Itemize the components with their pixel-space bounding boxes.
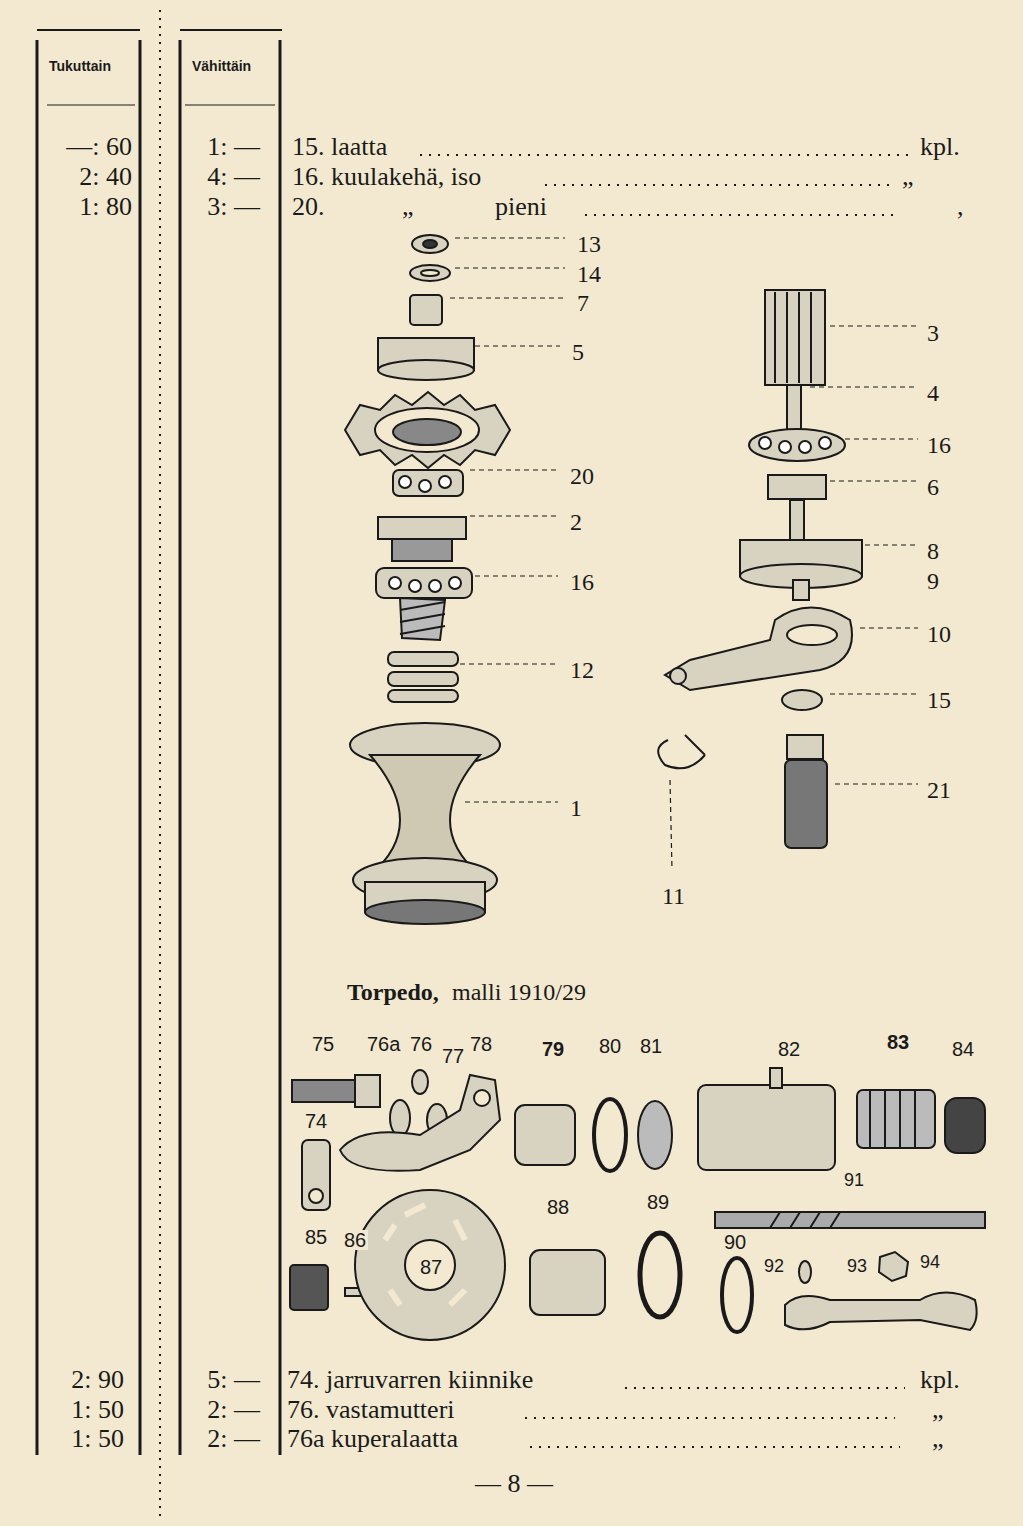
section-title: malli 1910/29 [450, 980, 588, 1004]
wholesale-price: 2: 90 [69, 1367, 126, 1393]
callout-number: 84 [950, 1039, 976, 1059]
callout-number: 94 [918, 1253, 942, 1271]
callout-number: 9 [925, 569, 941, 593]
callout-number: 10 [925, 622, 953, 646]
callout-number: 93 [845, 1257, 869, 1275]
callout-number: 82 [776, 1039, 802, 1059]
callout-number: 83 [885, 1032, 911, 1052]
callout-number: 1 [568, 796, 584, 820]
section-title: Torpedo, [345, 980, 441, 1004]
part-name: pieni [493, 194, 549, 220]
part-name: 74. jarruvarren kiinnike [285, 1367, 535, 1393]
wholesale-price: 1: 50 [69, 1397, 126, 1423]
callout-number: 14 [575, 262, 603, 286]
wholesale-price: 1: 50 [69, 1426, 126, 1452]
callout-number: 75 [310, 1034, 336, 1054]
callout-number: 78 [468, 1034, 494, 1054]
callout-number: 76a [365, 1034, 402, 1054]
callout-number: 85 [303, 1227, 329, 1247]
column-header: Tukuttain [47, 59, 113, 73]
callout-number: 89 [645, 1192, 671, 1212]
callout-number: 5 [570, 340, 586, 364]
callout-number: 92 [762, 1257, 786, 1275]
wholesale-price: 2: 40 [77, 164, 134, 190]
callout-number: 12 [568, 658, 596, 682]
callout-number: 79 [540, 1039, 566, 1059]
wholesale-price: —: 60 [64, 134, 134, 160]
retail-price: 5: — [205, 1367, 262, 1393]
retail-price: 3: — [205, 194, 262, 220]
callout-number: 20 [568, 464, 596, 488]
ditto-mark: „ [900, 164, 916, 190]
callout-number: 16 [568, 570, 596, 594]
callout-number: 90 [722, 1232, 748, 1252]
ditto-mark: „ [400, 194, 416, 220]
ditto-mark: „ [930, 1397, 946, 1423]
part-name: 76a kuperalaatta [285, 1426, 460, 1452]
callout-number: 77 [440, 1046, 466, 1066]
callout-number: 13 [575, 232, 603, 256]
wholesale-price: 1: 80 [77, 194, 134, 220]
callout-number: 4 [925, 381, 941, 405]
callout-number: 2 [568, 510, 584, 534]
callout-number: 76 [408, 1034, 434, 1054]
callout-number: 80 [597, 1036, 623, 1056]
ditto-mark: „ [930, 1426, 946, 1452]
retail-price: 1: — [205, 134, 262, 160]
callout-number: 91 [842, 1171, 866, 1189]
callout-number: 88 [545, 1197, 571, 1217]
callout-number: 7 [575, 291, 591, 315]
callout-number: 11 [660, 884, 687, 908]
retail-price: 4: — [205, 164, 262, 190]
punctuation: , [955, 194, 966, 220]
page-number: — 8 — [473, 1471, 555, 1497]
column-header: Vähittäin [190, 59, 253, 73]
unit: kpl. [918, 1367, 962, 1393]
part-name: 15. laatta [290, 134, 389, 160]
part-name: 20. [290, 194, 327, 220]
unit: kpl. [918, 134, 962, 160]
callout-number: 3 [925, 321, 941, 345]
callout-number: 86 [342, 1230, 368, 1250]
part-name: 76. vastamutteri [285, 1397, 457, 1423]
callout-number: 74 [303, 1111, 329, 1131]
retail-price: 2: — [205, 1397, 262, 1423]
retail-price: 2: — [205, 1426, 262, 1452]
callout-number: 81 [638, 1036, 664, 1056]
callout-number: 8 [925, 539, 941, 563]
callout-number: 15 [925, 688, 953, 712]
callout-number: 6 [925, 475, 941, 499]
callout-number: 16 [925, 433, 953, 457]
callout-number: 87 [418, 1257, 444, 1277]
callout-number: 21 [925, 778, 953, 802]
part-name: 16. kuulakehä, iso [290, 164, 483, 190]
